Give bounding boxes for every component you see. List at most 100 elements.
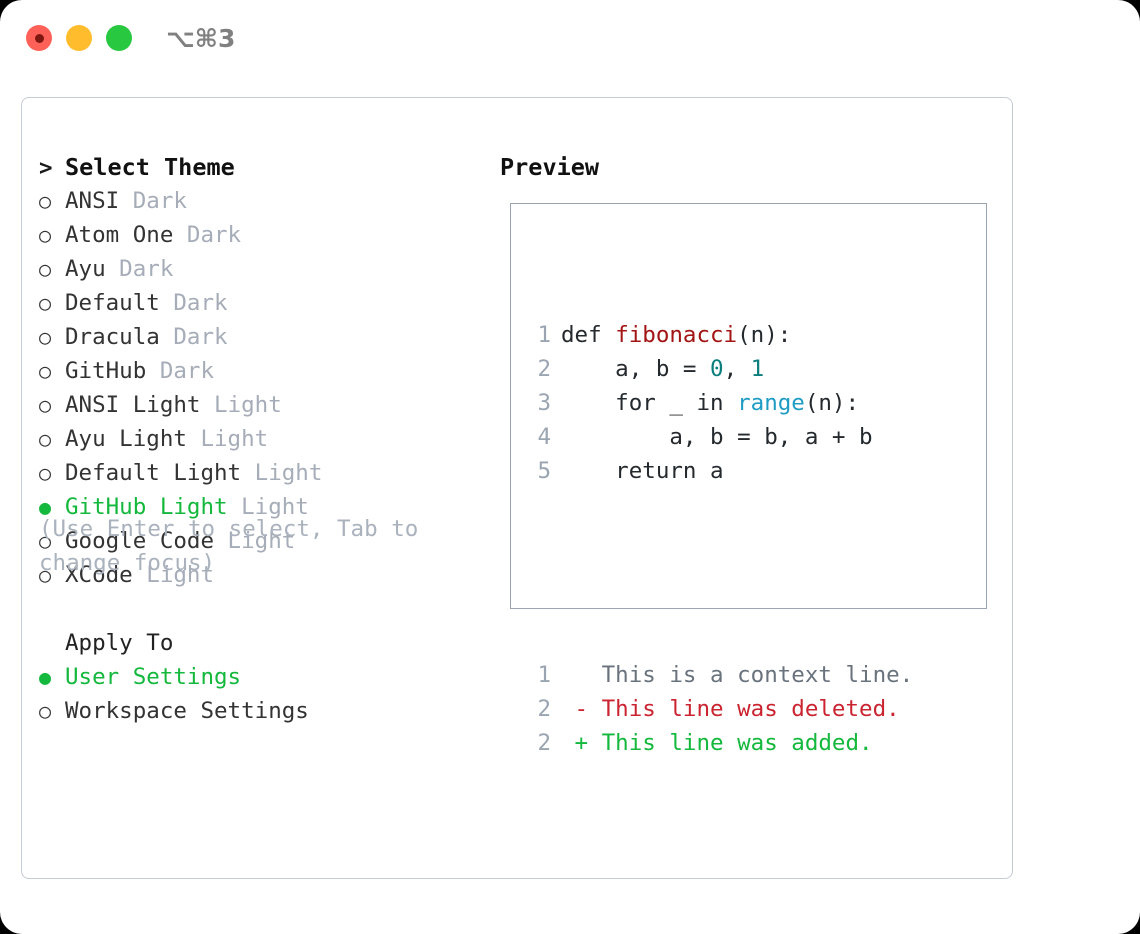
diff-line: 1 This is a context line. bbox=[523, 658, 913, 692]
diff-block: 1 This is a context line. 2 - This line w… bbox=[523, 658, 913, 760]
code-token-builtin: range bbox=[737, 390, 805, 416]
theme-item-label: Google Code bbox=[65, 528, 215, 554]
theme-item-tag: Light bbox=[214, 528, 296, 554]
minimize-window-icon[interactable] bbox=[66, 25, 92, 51]
theme-list-item[interactable]: ○ Default Dark bbox=[39, 286, 479, 320]
theme-list-item[interactable]: ○ Default Light Light bbox=[39, 456, 479, 490]
theme-item-tag: Light bbox=[241, 460, 323, 486]
diff-line: 2 + This line was added. bbox=[523, 726, 913, 760]
keyboard-hint: (Use Enter to select, Tab to change focu… bbox=[39, 516, 419, 576]
code-token-plain: a, b = bbox=[561, 356, 711, 382]
radio-unselected-icon[interactable]: ○ bbox=[39, 563, 52, 587]
code-line: 2 a, b = 0, 1 bbox=[523, 352, 913, 386]
theme-list-item[interactable]: ○ GitHub Dark bbox=[39, 354, 479, 388]
radio-unselected-icon[interactable]: ○ bbox=[39, 359, 52, 383]
theme-item-label: Ayu bbox=[65, 256, 106, 282]
theme-item-label: Default Light bbox=[65, 460, 242, 486]
theme-list-item[interactable]: ●GitHub Light Light bbox=[39, 490, 479, 524]
theme-item-tag: Light bbox=[200, 392, 282, 418]
radio-selected-icon[interactable]: ● bbox=[39, 495, 52, 519]
code-token-punct: (n): bbox=[804, 390, 860, 416]
diff-marker: + bbox=[561, 730, 602, 756]
theme-item-label: GitHub bbox=[65, 358, 147, 384]
radio-unselected-icon[interactable]: ○ bbox=[39, 393, 52, 417]
radio-unselected-icon[interactable]: ○ bbox=[39, 223, 52, 247]
theme-item-tag: Dark bbox=[159, 324, 228, 350]
theme-list-item[interactable]: ○ Google Code Light bbox=[39, 524, 479, 558]
radio-unselected-icon[interactable]: ○ bbox=[39, 189, 52, 213]
theme-list-item[interactable]: ○ANSI Dark bbox=[39, 184, 479, 218]
code-blank-line bbox=[523, 556, 913, 590]
code-token-kw: def bbox=[561, 322, 616, 348]
apply-to-label-row: Apply To bbox=[39, 626, 479, 660]
theme-item-label: GitHub Light bbox=[65, 494, 228, 520]
radio-unselected-icon[interactable]: ○ bbox=[39, 325, 52, 349]
theme-list-item[interactable]: ○ Ayu Light Light bbox=[39, 422, 479, 456]
diff-line-number: 2 bbox=[537, 730, 551, 756]
code-line-number: 5 bbox=[537, 458, 551, 484]
radio-unselected-icon[interactable]: ○ bbox=[39, 529, 52, 553]
radio-unselected-icon[interactable]: ○ bbox=[39, 427, 52, 451]
code-token-fn: fibonacci bbox=[615, 322, 738, 348]
diff-line-number: 1 bbox=[537, 662, 551, 688]
keyboard-shortcut-label: ⌥⌘3 bbox=[166, 24, 236, 53]
apply-to-label: Apply To bbox=[65, 630, 174, 656]
diff-text: This line was deleted. bbox=[601, 696, 900, 722]
diff-line-number: 2 bbox=[537, 696, 551, 722]
code-token-punct: (n): bbox=[737, 322, 792, 348]
code-line: 3 for _ in range(n): bbox=[523, 386, 913, 420]
code-token-kw: return a bbox=[561, 458, 724, 484]
diff-text: This line was added. bbox=[601, 730, 873, 756]
code-token-plain: , bbox=[723, 356, 751, 382]
theme-picker-header: >Select Theme bbox=[39, 150, 479, 184]
radio-unselected-icon[interactable]: ○ bbox=[39, 257, 52, 281]
code-token-num: 1 bbox=[750, 356, 765, 382]
theme-list-item[interactable]: ○ Dracula Dark bbox=[39, 320, 479, 354]
theme-item-label: Dracula bbox=[65, 324, 160, 350]
code-line: 4 a, b = b, a + b bbox=[523, 420, 913, 454]
theme-item-label: Default bbox=[65, 290, 160, 316]
code-line-number: 4 bbox=[537, 424, 551, 450]
radio-unselected-icon[interactable]: ○ bbox=[39, 699, 52, 723]
theme-list-item[interactable]: ○XCode Light bbox=[39, 558, 479, 592]
maximize-window-icon[interactable] bbox=[106, 25, 132, 51]
code-token-plain: a, b = b, a + b bbox=[561, 424, 873, 450]
close-window-icon[interactable] bbox=[26, 25, 52, 51]
theme-item-label: ANSI Light bbox=[65, 392, 201, 418]
apply-to-item[interactable]: ● User Settings bbox=[39, 660, 479, 694]
diff-marker: - bbox=[561, 696, 602, 722]
theme-picker-column: >Select Theme ○ ANSI Dark ○ Atom One Dark ○ A… bbox=[39, 150, 479, 728]
apply-to-list: ● User Settings ○Workspace Settings bbox=[39, 660, 479, 728]
caret-icon: > bbox=[39, 155, 53, 181]
theme-list: ○ ANSI Dark ○ Atom One Dark ○ Ayu Dark ○ Defaul… bbox=[39, 184, 479, 592]
diff-text: This is a context line. bbox=[601, 662, 914, 688]
radio-unselected-icon[interactable]: ○ bbox=[39, 461, 52, 485]
code-token-kw: for _ in bbox=[561, 390, 738, 416]
apply-to-item[interactable]: ○Workspace Settings bbox=[39, 694, 479, 728]
theme-item-label: Atom One bbox=[65, 222, 174, 248]
theme-list-item[interactable]: ○ ANSI Light Light bbox=[39, 388, 479, 422]
theme-item-tag: Light bbox=[186, 426, 269, 452]
theme-item-label: ANSI bbox=[65, 188, 120, 214]
apply-to-item-label: User Settings bbox=[65, 664, 242, 690]
theme-item-tag: Dark bbox=[159, 290, 228, 316]
theme-list-item[interactable]: ○ Atom One Dark bbox=[39, 218, 479, 252]
theme-list-item[interactable]: ○Ayu Dark bbox=[39, 252, 479, 286]
radio-selected-icon[interactable]: ● bbox=[39, 665, 52, 689]
theme-item-tag: Dark bbox=[173, 222, 242, 248]
theme-item-label: Ayu Light bbox=[65, 426, 187, 452]
diff-marker bbox=[561, 662, 602, 688]
preview-title: Preview bbox=[500, 153, 600, 181]
code-line-number: 3 bbox=[537, 390, 551, 416]
list-spacer bbox=[39, 592, 479, 626]
window-controls bbox=[26, 25, 132, 51]
theme-item-tag: Dark bbox=[146, 358, 215, 384]
radio-unselected-icon[interactable]: ○ bbox=[39, 291, 52, 315]
main-panel: >Select Theme ○ ANSI Dark ○ Atom One Dark ○ A… bbox=[21, 97, 1013, 879]
